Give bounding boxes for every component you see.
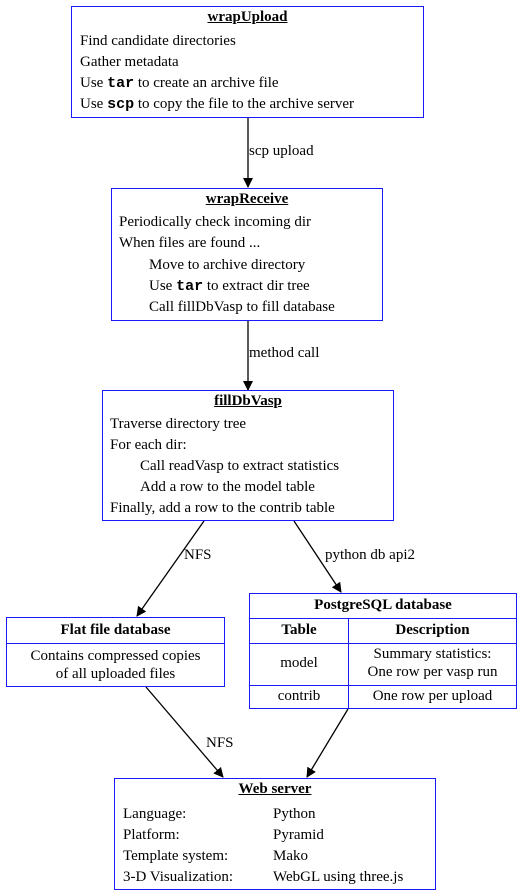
web-server-value-3: Mako <box>273 848 308 864</box>
flat-file-line-2: of all uploaded files <box>55 666 176 682</box>
edge-nfs1-arrow <box>136 520 205 617</box>
postgres-row-model-desc-2: One row per vasp run <box>367 664 498 680</box>
postgres-divider-3 <box>250 685 516 686</box>
edge-label-nfs1: NFS <box>184 547 212 563</box>
filldbvasp-node: fillDbVasp Traverse directory tree For e… <box>102 390 394 521</box>
edge-label-upload: scp upload <box>249 143 314 159</box>
wrapreceive-line-2: When files are found ... <box>119 235 261 251</box>
filldbvasp-line-2: For each dir: <box>110 437 187 453</box>
wrapupload-line-4-code: scp <box>107 96 135 113</box>
postgres-header-desc: Description <box>395 622 470 638</box>
wrapupload-line-3-pre: Use <box>80 75 108 91</box>
postgres-divider-2 <box>250 643 516 644</box>
web-server-title: Web server <box>238 781 312 797</box>
wrapreceive-line-4-code: tar <box>176 278 204 295</box>
filldbvasp-line-4: Add a row to the model table <box>140 479 315 495</box>
filldbvasp-line-1: Traverse directory tree <box>110 416 247 432</box>
wrapreceive-line-3: Move to archive directory <box>149 257 306 273</box>
edge-pydb-arrow <box>293 520 342 593</box>
postgres-row-contrib-desc: One row per upload <box>372 688 493 704</box>
wrapupload-line-4-pre: Use <box>80 96 108 112</box>
wrapupload-line-2: Gather metadata <box>80 54 179 70</box>
web-server-value-2: Pyramid <box>273 827 324 843</box>
wrapreceive-line-4-post: to extract dir tree <box>203 278 310 294</box>
wrapreceive-line-1: Periodically check incoming dir <box>119 214 312 230</box>
web-server-key-3: Template system: <box>123 848 229 864</box>
postgres-header-table: Table <box>281 622 317 638</box>
postgres-column-divider <box>348 618 349 708</box>
edge-nfs2-arrow <box>145 686 224 778</box>
postgres-row-contrib-table: contrib <box>277 688 321 704</box>
filldbvasp-title: fillDbVasp <box>214 393 282 409</box>
wrapupload-line-1: Find candidate directories <box>80 33 236 49</box>
web-server-key-1: Language: <box>123 806 187 822</box>
wrapupload-line-4-post: to copy the file to the archive server <box>134 96 355 112</box>
postgres-title: PostgreSQL database <box>314 597 452 613</box>
edge-label-nfs2: NFS <box>206 735 234 751</box>
filldbvasp-line-5: Finally, add a row to the contrib table <box>110 500 335 516</box>
postgres-node: PostgreSQL database Table Description mo… <box>249 593 517 709</box>
web-server-node: Web server Language: Python Platform: Py… <box>114 778 436 890</box>
wrapupload-line-3-post: to create an archive file <box>134 75 279 91</box>
wrapreceive-line-5: Call fillDbVasp to fill database <box>149 299 335 315</box>
web-server-value-4: WebGL using three.js <box>273 869 404 885</box>
wrapupload-node: wrapUpload Find candidate directories Ga… <box>71 6 424 118</box>
edge-label-receive: method call <box>249 345 320 361</box>
filldbvasp-line-3: Call readVasp to extract statistics <box>140 458 340 474</box>
edge-label-pydb: python db api2 <box>325 547 415 563</box>
wrapupload-line-4: Use scp to copy the file to the archive … <box>80 94 354 115</box>
flat-file-node: Flat file database Contains compressed c… <box>6 617 225 687</box>
wrapreceive-node: wrapReceive Periodically check incoming … <box>111 188 383 321</box>
flat-file-title: Flat file database <box>60 622 171 638</box>
wrapreceive-line-4-pre: Use <box>149 278 177 294</box>
flat-file-divider <box>7 643 224 644</box>
postgres-divider-1 <box>250 618 516 619</box>
postgres-row-model-table: model <box>280 655 318 671</box>
wrapreceive-line-4: Use tar to extract dir tree <box>149 276 310 297</box>
flat-file-line-1: Contains compressed copies <box>30 648 201 664</box>
postgres-row-model-desc-1: Summary statistics: <box>373 646 492 662</box>
wrapupload-line-3-code: tar <box>107 75 135 92</box>
edge-pg-web-arrow <box>306 708 349 778</box>
wrapreceive-title: wrapReceive <box>205 191 289 207</box>
wrapupload-title: wrapUpload <box>207 9 288 25</box>
web-server-value-1: Python <box>273 806 316 822</box>
wrapupload-line-3: Use tar to create an archive file <box>80 73 279 94</box>
web-server-key-2: Platform: <box>123 827 180 843</box>
web-server-key-4: 3-D Visualization: <box>123 869 234 885</box>
